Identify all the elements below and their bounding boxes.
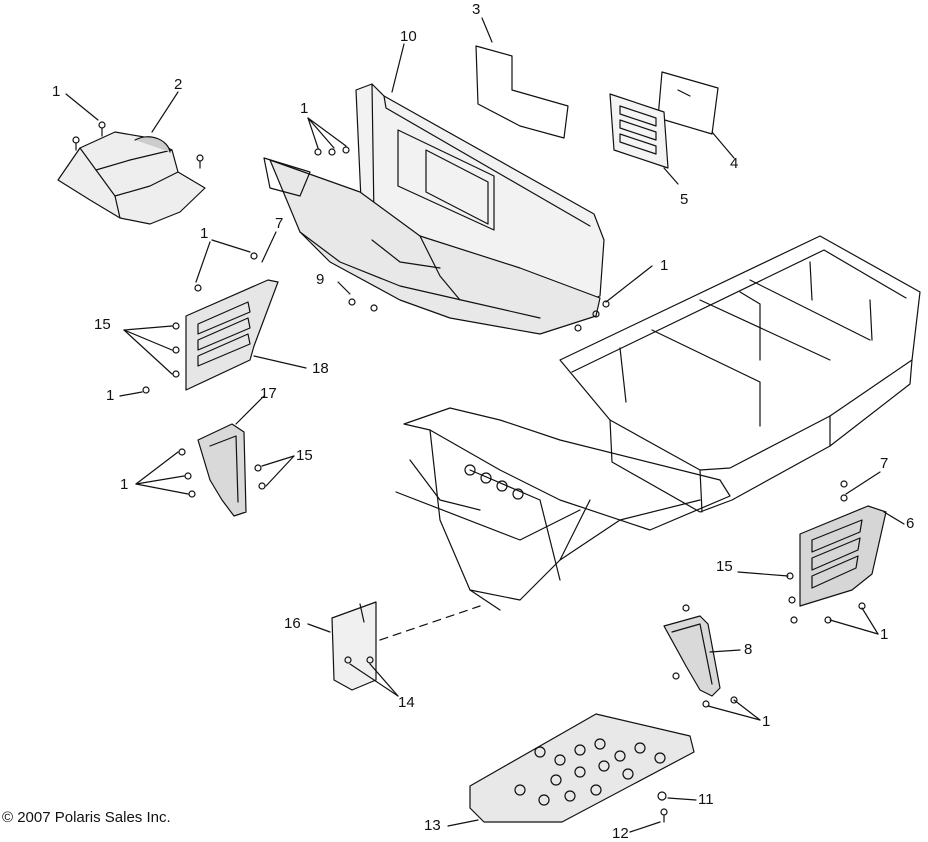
leader-line (883, 511, 905, 525)
leader-line (307, 623, 331, 633)
leader-line (447, 819, 479, 827)
callout-c12: 12 (612, 825, 629, 842)
leader-line (65, 93, 99, 121)
part-11-nut (657, 791, 667, 801)
part-6-right-panel (786, 480, 887, 624)
leader-line (707, 705, 761, 721)
leader-line (123, 329, 173, 375)
callout-c7a: 7 (275, 215, 284, 232)
part-8-right-scoop (663, 604, 738, 708)
leader-line (151, 91, 179, 133)
leader-line (605, 265, 653, 303)
leader-line (337, 281, 351, 295)
callout-c10: 10 (400, 28, 417, 45)
leader-line (265, 455, 295, 487)
callout-c13: 13 (424, 817, 441, 834)
callout-c17: 17 (260, 385, 277, 402)
callout-c16: 16 (284, 615, 301, 632)
leader-line (261, 455, 295, 467)
callout-c1c: 1 (200, 225, 209, 242)
part-13-skid-plate (469, 713, 695, 823)
leader-line (629, 821, 661, 833)
callout-c1a: 1 (52, 83, 61, 100)
part-16-side-shield (331, 601, 481, 691)
leader-line (253, 355, 307, 369)
callout-c15c: 15 (716, 558, 733, 575)
callout-c9: 9 (316, 271, 325, 288)
callout-c1h: 1 (762, 713, 771, 730)
callout-c15a: 15 (94, 316, 111, 333)
callout-c4: 4 (730, 155, 739, 172)
leader-line (135, 483, 189, 495)
leader-line (369, 663, 399, 697)
leader-line (709, 649, 741, 653)
leader-line (123, 329, 173, 351)
part-12-screw (660, 808, 668, 823)
callout-c1d: 1 (660, 257, 669, 274)
leader-line (667, 797, 697, 801)
callout-c18: 18 (312, 360, 329, 377)
part-17-left-scoop (178, 423, 266, 517)
leader-line (349, 663, 399, 697)
callout-c1b: 1 (300, 100, 309, 117)
leader-line (861, 607, 879, 635)
callout-c8: 8 (744, 641, 753, 658)
main-frame (395, 235, 921, 611)
callout-c6: 6 (906, 515, 915, 532)
callout-c14: 14 (398, 694, 415, 711)
bulkhead-fasteners (314, 146, 610, 332)
leader-line (307, 117, 319, 149)
leader-line (235, 395, 265, 425)
callout-c1g: 1 (880, 626, 889, 643)
callout-c15b: 15 (296, 447, 313, 464)
part-10-bulkhead (263, 83, 605, 335)
leader-line (391, 43, 405, 93)
leader-line (307, 117, 335, 149)
copyright-notice: © 2007 Polaris Sales Inc. (2, 809, 171, 826)
leader-line (307, 117, 347, 147)
callout-c11: 11 (698, 791, 714, 808)
callout-c3: 3 (472, 1, 481, 18)
leader-line (733, 699, 761, 721)
leader-line (211, 239, 251, 253)
part-18-left-panel (142, 252, 279, 394)
part-4-pad (657, 71, 735, 159)
leader-line (261, 231, 277, 263)
part-3-insulation-pad (475, 17, 569, 139)
callout-c7b: 7 (880, 455, 889, 472)
leader-line (845, 471, 881, 495)
callout-c1e: 1 (106, 387, 115, 404)
callout-c2: 2 (174, 76, 183, 93)
leader-line (119, 391, 143, 397)
leader-line (135, 451, 179, 485)
callout-c5: 5 (680, 191, 689, 208)
leader-line (737, 571, 789, 577)
part-2-front-cover (57, 121, 206, 225)
leader-line (135, 475, 185, 485)
leader-line (829, 619, 879, 635)
callout-c1f: 1 (120, 476, 129, 493)
leader-line (195, 241, 211, 283)
part-5-vent-grille (609, 93, 679, 185)
leader-line (123, 325, 173, 331)
